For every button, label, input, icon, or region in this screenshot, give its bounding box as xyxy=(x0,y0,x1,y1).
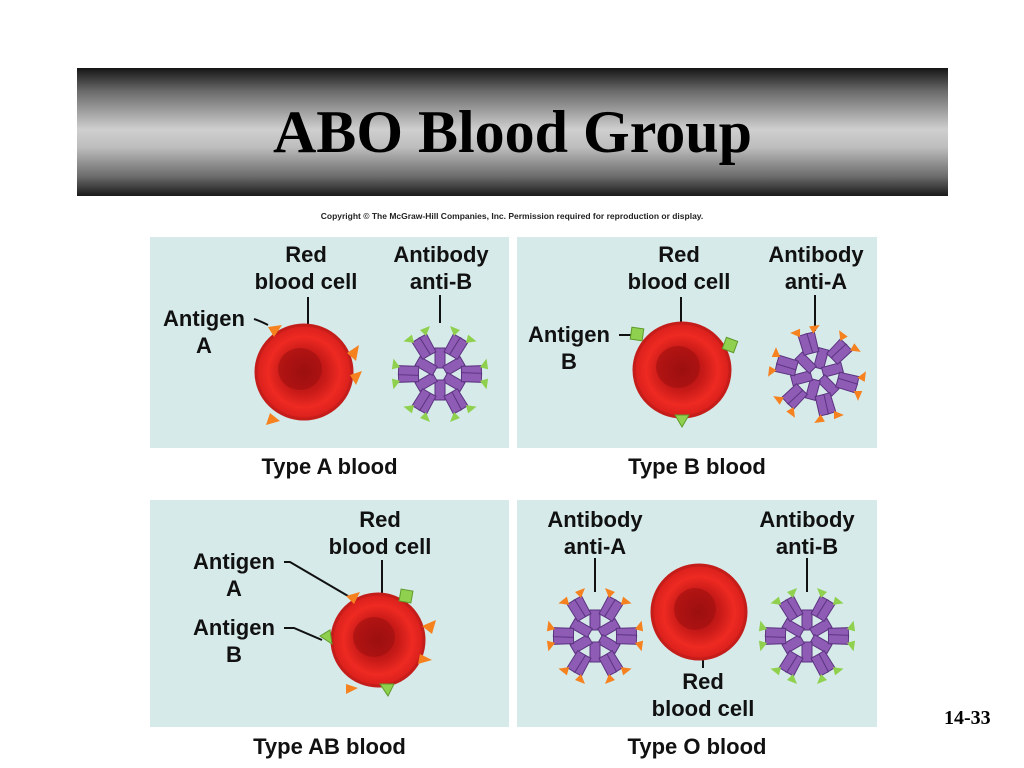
antigen-b-leader-line xyxy=(284,627,323,641)
panel-type-b: Red blood cell Antibody anti-A Antigen B xyxy=(517,237,877,448)
label-line: A xyxy=(196,333,212,358)
red-blood-cell-icon xyxy=(254,323,354,421)
caption-type-ab: Type AB blood xyxy=(253,734,406,759)
antigen-a-markers xyxy=(346,592,436,694)
antibody-anti-b-icon xyxy=(758,588,856,684)
label-antibody-anti-a: Antibody anti-A xyxy=(757,241,875,295)
antibody-anti-b-icon xyxy=(391,326,489,422)
label-antibody-anti-a: Antibody anti-A xyxy=(535,506,655,560)
antigen-b-markers xyxy=(319,588,414,697)
antibody-anti-a-icon xyxy=(546,588,644,684)
label-line: blood cell xyxy=(254,269,358,294)
label-line: anti-A xyxy=(784,269,848,294)
label-line: Red xyxy=(285,242,327,267)
label-line: Red xyxy=(658,242,700,267)
label-red-blood-cell: Red blood cell xyxy=(246,241,366,295)
label-line: Antibody xyxy=(768,242,864,267)
red-blood-cell-icon xyxy=(632,321,732,419)
label-line: Antigen xyxy=(163,306,245,331)
antibody-anti-a-icon xyxy=(768,325,866,423)
type-ab-diagram xyxy=(284,560,436,697)
label-antigen-a: Antigen A xyxy=(184,548,284,602)
label-line: blood cell xyxy=(651,696,755,721)
title-bar: ABO Blood Group xyxy=(77,68,948,196)
page-title: ABO Blood Group xyxy=(272,98,753,165)
label-line: Antibody xyxy=(393,242,489,267)
antigen-a-markers xyxy=(266,325,362,425)
type-b-diagram xyxy=(619,295,866,428)
type-a-diagram xyxy=(253,295,489,425)
type-o-diagram xyxy=(546,558,856,684)
caption-type-o: Type O blood xyxy=(627,734,767,759)
red-blood-cell-icon xyxy=(650,563,748,661)
label-line: Red xyxy=(682,669,724,694)
label-line: anti-B xyxy=(409,269,473,294)
label-red-blood-cell: Red blood cell xyxy=(637,668,769,722)
label-antibody-anti-b: Antibody anti-B xyxy=(747,506,867,560)
label-antigen-b: Antigen B xyxy=(184,614,284,668)
panel-type-ab: Red blood cell Antigen A Antigen B xyxy=(150,500,509,727)
panel-type-o: Antibody anti-A Antibody anti-B Red bloo… xyxy=(517,500,877,727)
label-line: Antibody xyxy=(547,507,643,532)
red-blood-cell-icon xyxy=(330,592,426,688)
panel-type-a: Red blood cell Antibody anti-B Antigen A xyxy=(150,237,509,448)
label-line: B xyxy=(226,642,242,667)
label-line: blood cell xyxy=(328,534,432,559)
label-red-blood-cell: Red blood cell xyxy=(320,506,440,560)
label-line: Antigen xyxy=(193,549,275,574)
label-line: blood cell xyxy=(627,269,731,294)
label-line: anti-B xyxy=(775,534,839,559)
label-line: anti-A xyxy=(563,534,627,559)
label-line: B xyxy=(561,349,577,374)
slide-number: 14-33 xyxy=(944,707,991,729)
label-line: Antigen xyxy=(528,322,610,347)
antigen-b-markers xyxy=(629,326,739,428)
caption-type-b: Type B blood xyxy=(628,454,766,479)
antigen-a-leader-line xyxy=(284,561,349,597)
label-line: A xyxy=(226,576,242,601)
label-antigen-b: Antigen B xyxy=(519,321,619,375)
label-antibody-anti-b: Antibody anti-B xyxy=(382,241,500,295)
antigen-a-leader-line xyxy=(253,318,269,326)
label-red-blood-cell: Red blood cell xyxy=(619,241,739,295)
label-line: Red xyxy=(359,507,401,532)
label-antigen-a: Antigen A xyxy=(154,305,254,359)
copyright-notice: Copyright © The McGraw-Hill Companies, I… xyxy=(320,211,704,221)
caption-type-a: Type A blood xyxy=(261,454,398,479)
label-line: Antibody xyxy=(759,507,855,532)
label-line: Antigen xyxy=(193,615,275,640)
